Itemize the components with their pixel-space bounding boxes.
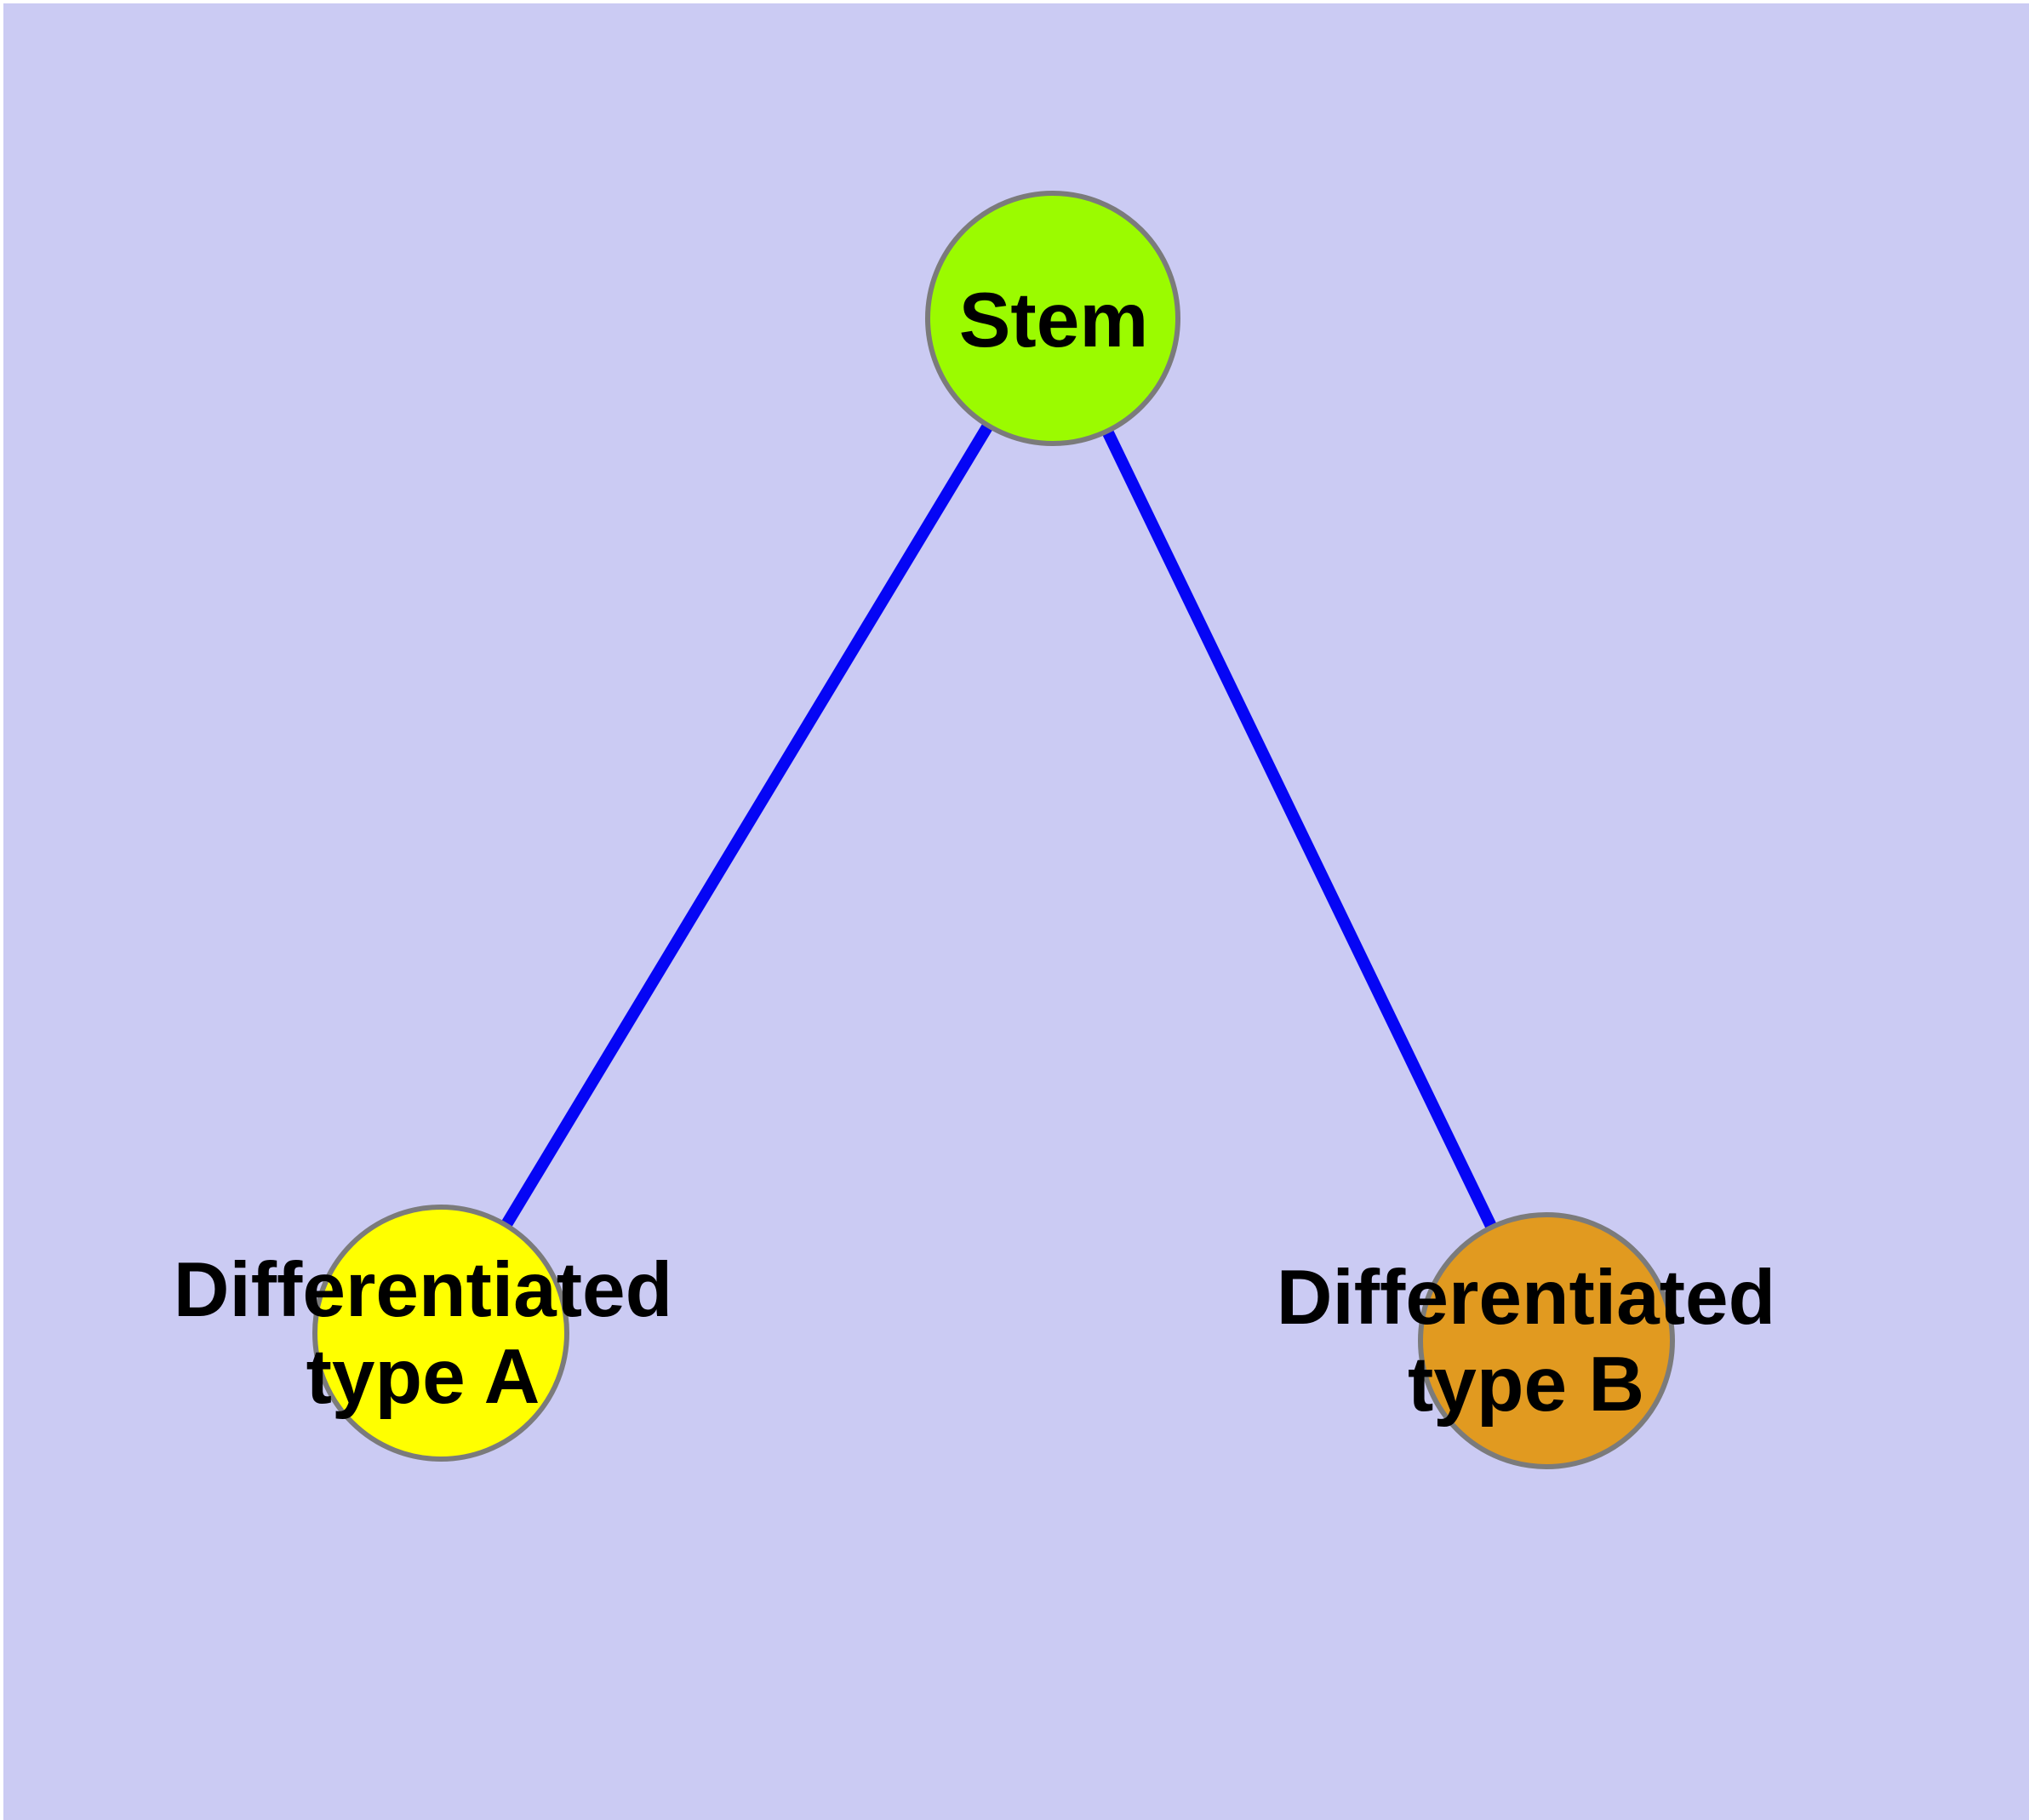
node-stem-label: Stem (959, 278, 1149, 363)
node-type-a-label-line-2: type A (306, 1334, 540, 1420)
node-type-b-label-line-1: Differentiated (1277, 1255, 1776, 1341)
node-stem (925, 191, 1180, 446)
node-type-a-label-line-1: Differentiated (174, 1247, 673, 1333)
edge-stem-to-type-b (1047, 315, 1552, 1344)
edge-stem-to-type-a (436, 315, 1058, 1336)
node-differentiated-type-b (1418, 1212, 1675, 1469)
node-type-b-label-line-2: type B (1408, 1342, 1644, 1428)
node-differentiated-type-a (312, 1205, 569, 1462)
